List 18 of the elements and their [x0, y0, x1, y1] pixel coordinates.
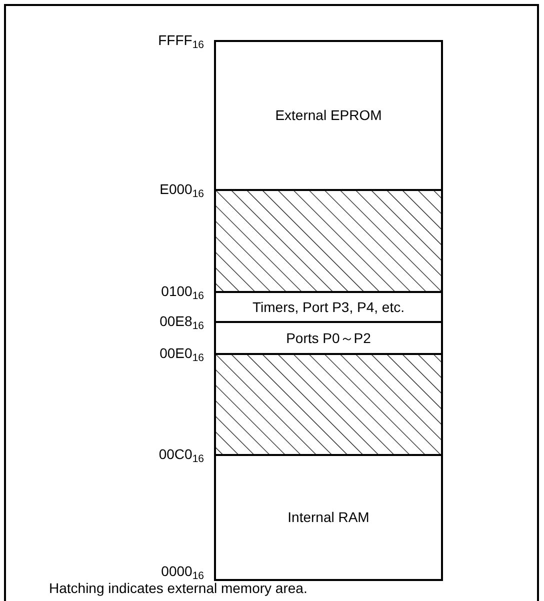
region-label: Timers, Port P3, P4, etc. [252, 298, 404, 316]
hatched-region [214, 353, 443, 456]
address-label: 0000$_{16}$ [161, 564, 204, 578]
memory-region [214, 321, 443, 355]
address-label: E000$_{16}$ [160, 182, 204, 196]
address-label: 00C0$_{16}$ [158, 447, 204, 461]
caption: Hatching indicates external memory area. [49, 581, 308, 595]
hatched-region [214, 189, 443, 293]
region-label: Ports P0～P2 [286, 328, 371, 348]
memory-region [214, 454, 443, 581]
region-label: External EPROM [275, 106, 382, 125]
memory-region [214, 291, 443, 323]
address-label: 00E8$_{16}$ [160, 314, 204, 328]
address-label: FFFF$_{16}$ [158, 33, 204, 47]
address-label: 0100$_{16}$ [161, 284, 204, 298]
memory-region [214, 40, 443, 191]
region-label: Internal RAM [288, 508, 370, 527]
address-label: 00E0$_{16}$ [160, 346, 204, 360]
